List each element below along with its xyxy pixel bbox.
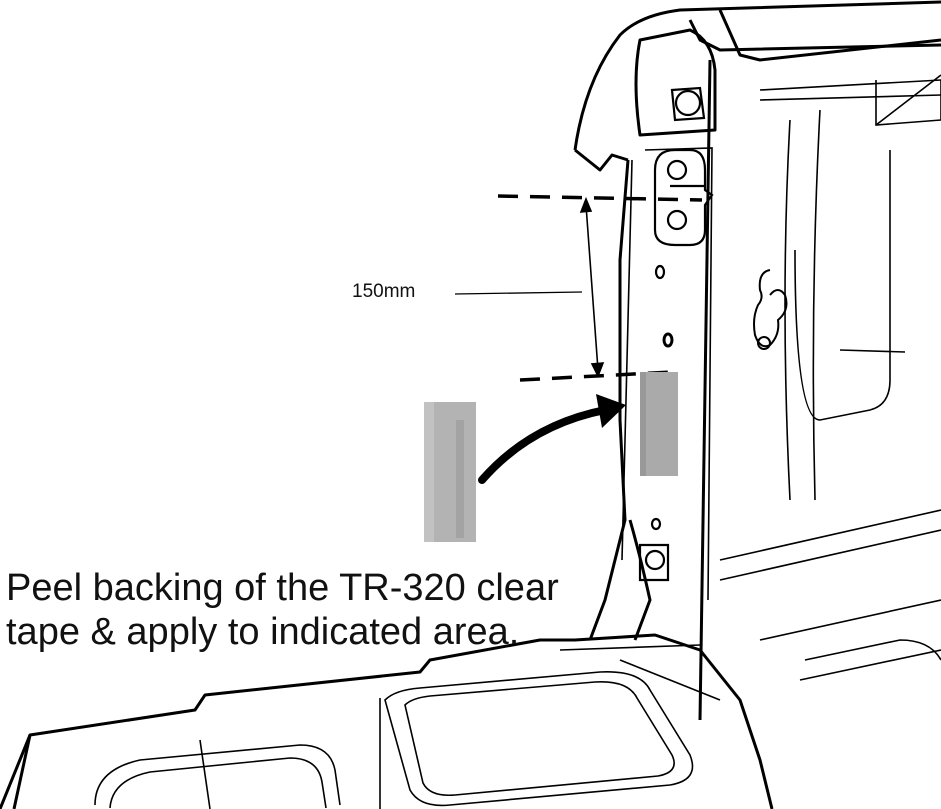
floor-ribs	[94, 644, 721, 809]
dimension-arrow	[579, 196, 605, 378]
tailgate-pillar	[573, 0, 941, 721]
label-leader-line	[454, 291, 583, 295]
bed-floor	[0, 633, 774, 809]
latch-assembly	[638, 86, 714, 582]
tie-down-hook	[753, 269, 788, 350]
tape-loose	[424, 402, 476, 542]
tape-applied	[640, 372, 678, 476]
instruction-line-1: Peel backing of the TR-320 clear	[6, 567, 559, 609]
instruction-text: Peel backing of the TR-320 clear tape & …	[6, 566, 559, 654]
dimension-label: 150mm	[352, 281, 416, 302]
pillar-details	[621, 74, 941, 681]
dimension-markers	[497, 194, 703, 382]
instruction-line-2: tape & apply to indicated area.	[6, 611, 520, 653]
apply-arrow	[478, 394, 626, 484]
